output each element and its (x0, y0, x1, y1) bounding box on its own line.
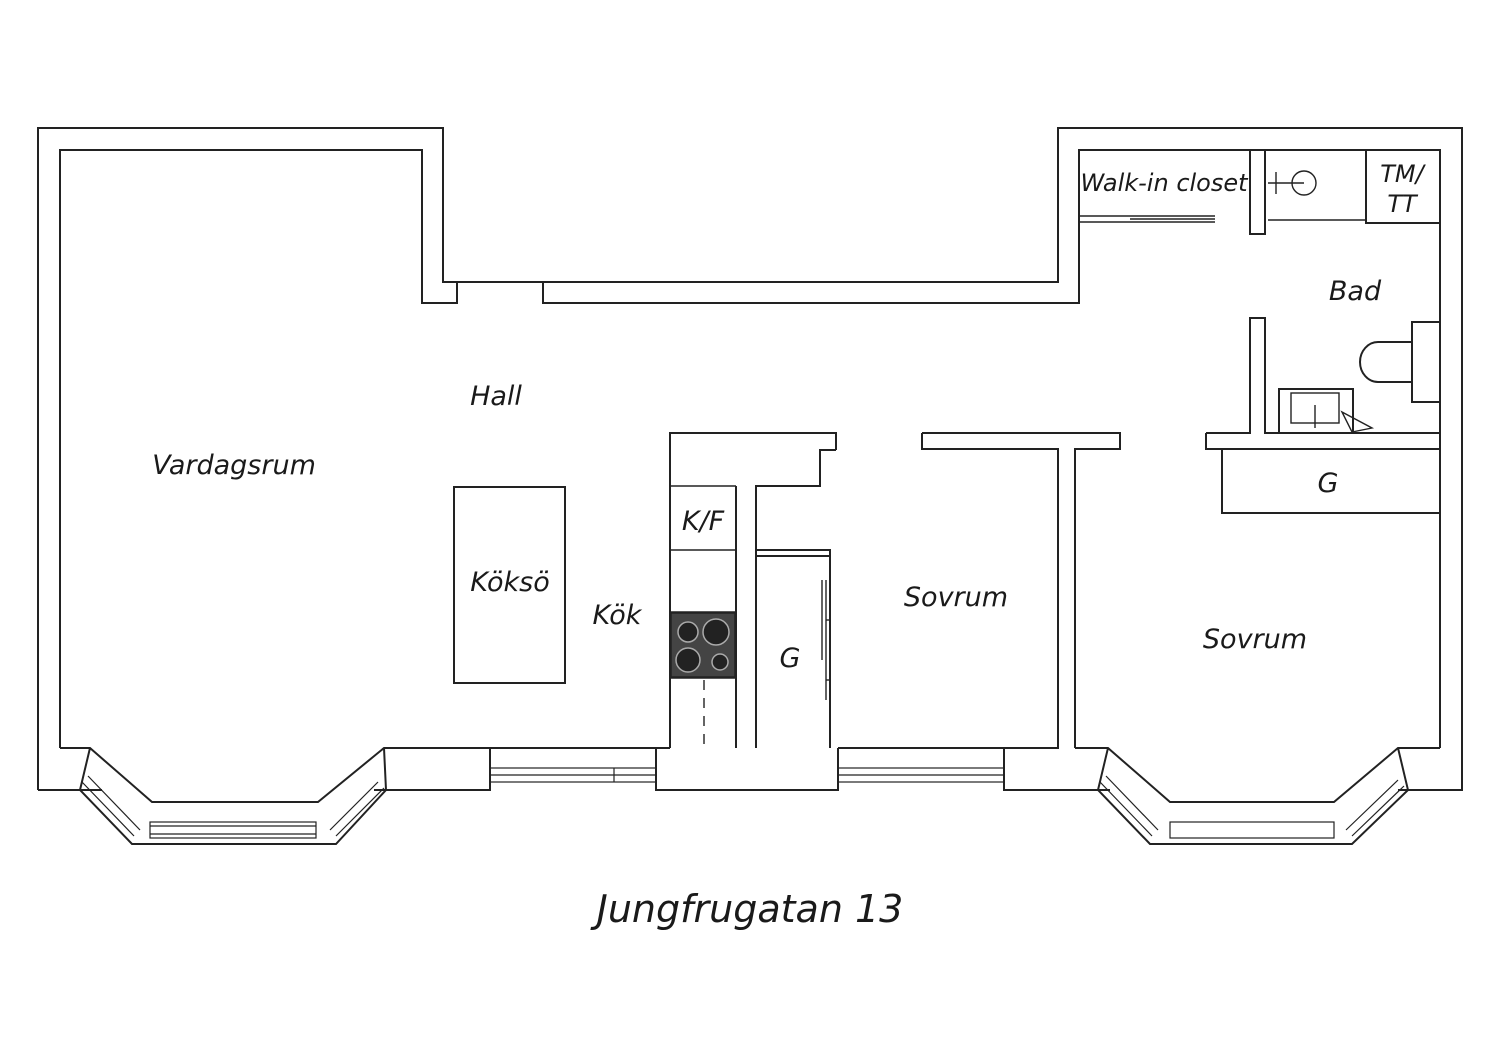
toilet-icon (1359, 321, 1441, 403)
label-koksoe: Köksö (470, 567, 549, 598)
label-tm: TM/ (1380, 160, 1426, 188)
label-walk-in-closet: Walk-in closet (1080, 169, 1249, 197)
label-kok: Kök (593, 600, 643, 631)
label-sovrum-middle: Sovrum (904, 582, 1008, 613)
shower-icon (1268, 170, 1366, 221)
outer-wall-outline (37, 127, 1463, 791)
label-g-middle: G (780, 643, 801, 674)
stove-icon (670, 612, 736, 678)
label-sovrum-right: Sovrum (1203, 624, 1307, 655)
bay-window-left (60, 747, 670, 845)
label-kf: K/F (682, 506, 725, 537)
window-bedroom-middle (837, 767, 1005, 783)
sink-icon (1278, 388, 1375, 434)
label-bad: Bad (1329, 276, 1382, 307)
interior-walls-middle (755, 432, 1121, 749)
label-g-right: G (1318, 468, 1339, 499)
kitchen-island (453, 486, 566, 684)
interior-walls-right (1079, 150, 1440, 514)
label-vardagsrum: Vardagsrum (152, 450, 316, 481)
label-tt: TT (1387, 190, 1419, 218)
kitchen-counter (669, 432, 837, 748)
bay-window-right (1075, 747, 1440, 845)
window-kitchen (489, 767, 657, 783)
label-hall: Hall (470, 381, 522, 412)
plan-title: Jungfrugatan 13 (590, 887, 904, 931)
